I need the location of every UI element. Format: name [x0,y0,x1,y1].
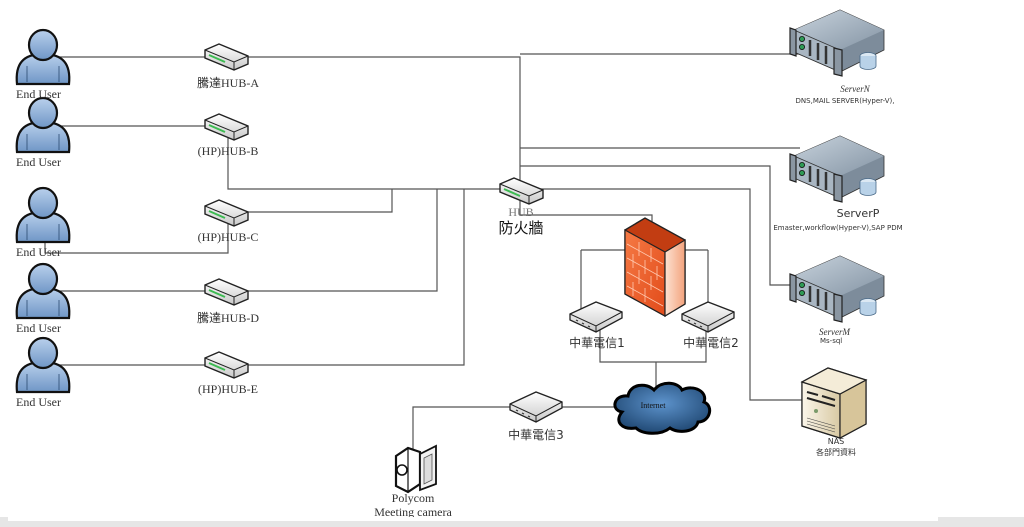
end-user-label: End User [16,395,61,409]
hub-label: 騰達HUB-A [197,76,259,90]
camera-icon[interactable] [394,444,437,494]
modem3-label: 中華電信3 [508,428,564,442]
serverM-name: ServerM [819,327,850,337]
link-hubD-core [248,189,438,292]
hub-label: (HP)HUB-B [197,144,259,158]
server-icon[interactable] [789,9,885,77]
connection-lines [44,53,820,475]
core-hub[interactable] [499,177,544,205]
end-user-icon[interactable] [15,336,71,394]
server-icon[interactable] [789,135,885,203]
end-user-label: End User [16,155,61,169]
modem-icon[interactable] [681,301,735,333]
link-hubA-core [248,56,521,185]
nas-desc: 各部門資料 [816,448,856,457]
modem-icon[interactable] [569,301,623,333]
firewall-icon[interactable] [624,217,686,318]
hub-icon[interactable] [204,278,249,306]
bottom-bar [0,517,1024,527]
core-hub-label: HUB [508,205,534,219]
end-user-icon[interactable] [15,262,71,320]
hub-icon[interactable] [204,43,249,71]
hub-icon[interactable] [204,113,249,141]
camera-label-line2: Meeting camera [374,505,452,519]
serverN-name: ServerN [840,84,870,94]
modem-icon[interactable] [509,391,563,423]
camera-label-line1: Polycom [391,491,435,505]
link-hubC-core [248,189,393,213]
modem2-label: 中華電信2 [683,336,739,350]
link-modem1-cloud [599,330,707,363]
end-user-label: End User [16,245,61,259]
end-user-icon[interactable] [15,28,71,86]
link-hubB-core [227,130,505,190]
internet-label: Internet [640,401,666,410]
hub-label: 騰達HUB-D [197,311,259,325]
link-core-nas [540,188,820,401]
end-user-icon[interactable] [15,96,71,154]
modem1-label: 中華電信1 [569,336,625,350]
firewall-label: 防火牆 [498,219,544,237]
nas-name: NAS [827,437,845,446]
end-user-icon[interactable] [15,186,71,244]
serverP-name: ServerP [836,207,880,220]
link-core-serverM [520,165,800,286]
serverP-desc: Emaster,workflow(Hyper-V),SAP PDM [773,224,903,232]
serverN-desc: DNS,MAIL SERVER(Hyper-V), [795,97,895,105]
end-user-label: End User [16,87,61,101]
nas-icon[interactable] [800,367,868,440]
end-user-label: End User [16,321,61,335]
hub-label: (HP)HUB-C [197,230,259,244]
internet-cloud-icon[interactable] [613,381,712,435]
serverM-desc: Ms-sql [820,337,843,345]
hub-icon[interactable] [204,351,249,379]
link-hubE-core [248,189,465,366]
server-icon[interactable] [789,255,885,323]
hub-label: (HP)HUB-E [198,382,258,396]
hub-icon[interactable] [204,199,249,227]
